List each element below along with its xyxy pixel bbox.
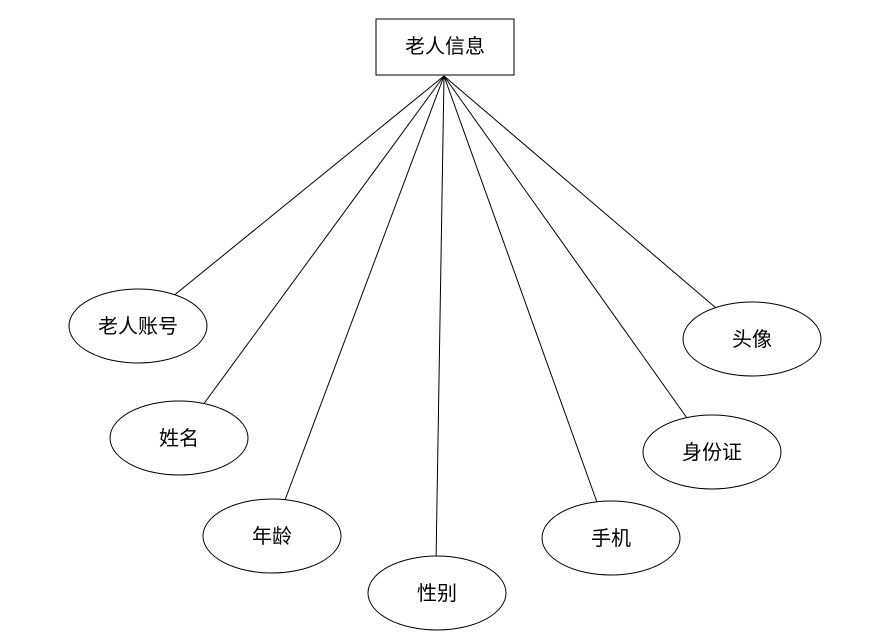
attribute-node-id-card: 身份证	[642, 414, 782, 490]
attribute-label: 老人账号	[98, 314, 178, 338]
attribute-node-age: 年龄	[202, 498, 342, 574]
attribute-ellipse	[202, 498, 342, 574]
attribute-label: 头像	[732, 327, 772, 351]
connector-age	[284, 75, 445, 501]
connector-id-card	[443, 75, 688, 419]
connector-phone	[443, 75, 599, 506]
entity-box	[375, 18, 515, 76]
attribute-label: 身份证	[682, 440, 742, 464]
attribute-label: 年龄	[252, 524, 292, 548]
attribute-ellipse	[642, 414, 782, 490]
attribute-node-account: 老人账号	[68, 288, 208, 364]
attribute-node-avatar: 头像	[682, 301, 822, 377]
attribute-node-gender: 性别	[367, 555, 507, 631]
attribute-ellipse	[367, 555, 507, 631]
entity-label: 老人信息	[405, 34, 485, 58]
attribute-label: 性别	[417, 581, 457, 605]
attribute-node-name: 姓名	[109, 400, 249, 476]
attribute-ellipse	[541, 500, 681, 576]
entity-node: 老人信息	[375, 18, 515, 76]
attribute-label: 姓名	[159, 426, 199, 450]
connector-account	[171, 75, 445, 298]
attribute-node-phone: 手机	[541, 500, 681, 576]
attribute-ellipse	[682, 301, 822, 377]
connector-gender	[435, 75, 445, 563]
connector-avatar	[443, 75, 717, 309]
connector-name	[199, 75, 445, 410]
attribute-label: 手机	[591, 526, 631, 550]
attribute-ellipse	[109, 400, 249, 476]
connector-lines	[171, 75, 717, 563]
attribute-ellipse	[68, 288, 208, 364]
